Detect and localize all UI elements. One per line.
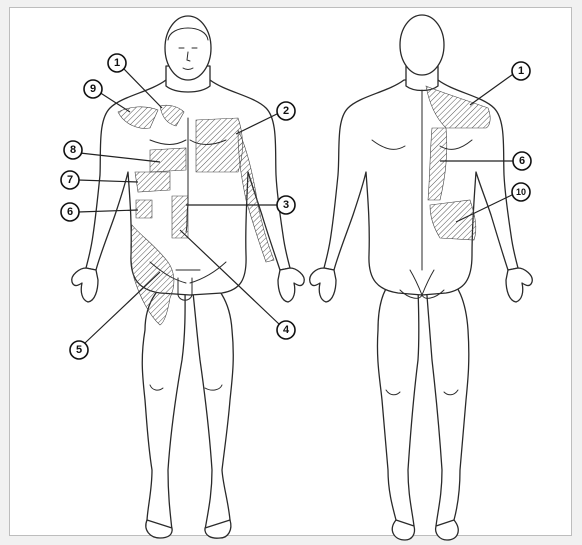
- svg-text:6: 6: [67, 206, 73, 218]
- marker-front-2: 2: [277, 102, 295, 120]
- svg-text:7: 7: [67, 174, 73, 186]
- svg-text:8: 8: [70, 144, 76, 156]
- marker-front-9: 9: [84, 80, 102, 98]
- marker-front-1: 1: [108, 54, 126, 72]
- front-figure: [72, 16, 305, 538]
- back-figure: [310, 15, 533, 540]
- marker-front-5: 5: [70, 341, 88, 359]
- svg-text:4: 4: [283, 324, 290, 336]
- svg-text:1: 1: [518, 65, 524, 77]
- svg-text:2: 2: [283, 105, 289, 117]
- svg-text:6: 6: [519, 155, 525, 167]
- front-region-8: [150, 148, 186, 172]
- svg-text:10: 10: [516, 187, 526, 197]
- marker-back-10: 10: [512, 183, 530, 201]
- front-region-7: [135, 172, 170, 192]
- svg-text:9: 9: [90, 83, 96, 95]
- marker-front-8: 8: [64, 141, 82, 159]
- marker-back-6: 6: [513, 152, 531, 170]
- marker-back-1: 1: [512, 62, 530, 80]
- front-region-2: [196, 118, 243, 172]
- marker-front-3: 3: [277, 196, 295, 214]
- svg-text:3: 3: [283, 199, 289, 211]
- svg-text:1: 1: [114, 57, 120, 69]
- marker-front-6: 6: [61, 203, 79, 221]
- svg-text:5: 5: [76, 344, 82, 356]
- marker-front-7: 7: [61, 171, 79, 189]
- front-region-6: [136, 200, 152, 218]
- marker-front-4: 4: [277, 321, 295, 339]
